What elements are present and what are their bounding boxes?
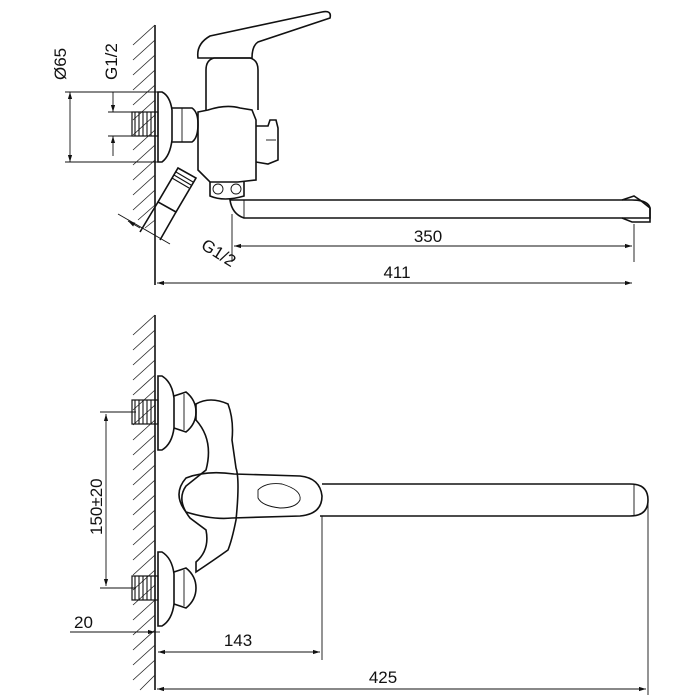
- dim-handle-label: 143: [224, 631, 252, 650]
- dim-wall-offset-label: 20: [74, 613, 93, 632]
- spout-top: [229, 199, 651, 219]
- dim-thread-top: G1/2: [102, 43, 135, 156]
- spout-swivel-top: [209, 182, 245, 200]
- dim-total-front-label: 425: [369, 668, 397, 687]
- wall-hatching-front: [132, 314, 156, 691]
- dim-spacing: 150±20: [87, 411, 136, 589]
- dim-total-front: 425: [157, 500, 649, 695]
- mixer-body-front: [181, 399, 239, 574]
- dim-spacing-label: 150±20: [87, 478, 106, 535]
- front-view: 150±20 20 143 425: [70, 314, 649, 695]
- lever-handle-front: [178, 471, 323, 520]
- dim-thread-angled-label: G1/2: [198, 235, 239, 271]
- lower-inlet: [131, 551, 197, 627]
- wall-hatching-top: [132, 24, 156, 285]
- eccentric-nut-top: [172, 107, 199, 143]
- dim-spout: 350: [231, 214, 635, 262]
- dim-thread-top-label: G1/2: [102, 43, 121, 80]
- dim-total-top-label: 411: [383, 263, 410, 282]
- dim-diameter: Ø65: [51, 48, 162, 163]
- shower-outlet-thread: [139, 166, 198, 241]
- spout-front: [320, 483, 649, 517]
- dim-spout-label: 350: [414, 227, 442, 246]
- diverter-knob: [255, 119, 279, 165]
- aerator-top: [621, 195, 651, 223]
- lever-handle-top: [196, 10, 332, 59]
- escutcheon-top: [157, 91, 173, 163]
- upper-inlet: [131, 375, 197, 451]
- lever-slot: [257, 483, 301, 509]
- dim-diameter-label: Ø65: [51, 48, 70, 80]
- mixer-body-top: [197, 105, 257, 183]
- top-view: Ø65 G1/2 G1/2 350 411: [51, 10, 651, 286]
- dim-thread-angled: G1/2: [117, 213, 239, 271]
- cartridge-housing: [205, 57, 259, 110]
- dim-wall-offset: 20: [70, 613, 160, 635]
- dim-total-top: 411: [157, 263, 632, 286]
- dim-handle: 143: [158, 516, 323, 660]
